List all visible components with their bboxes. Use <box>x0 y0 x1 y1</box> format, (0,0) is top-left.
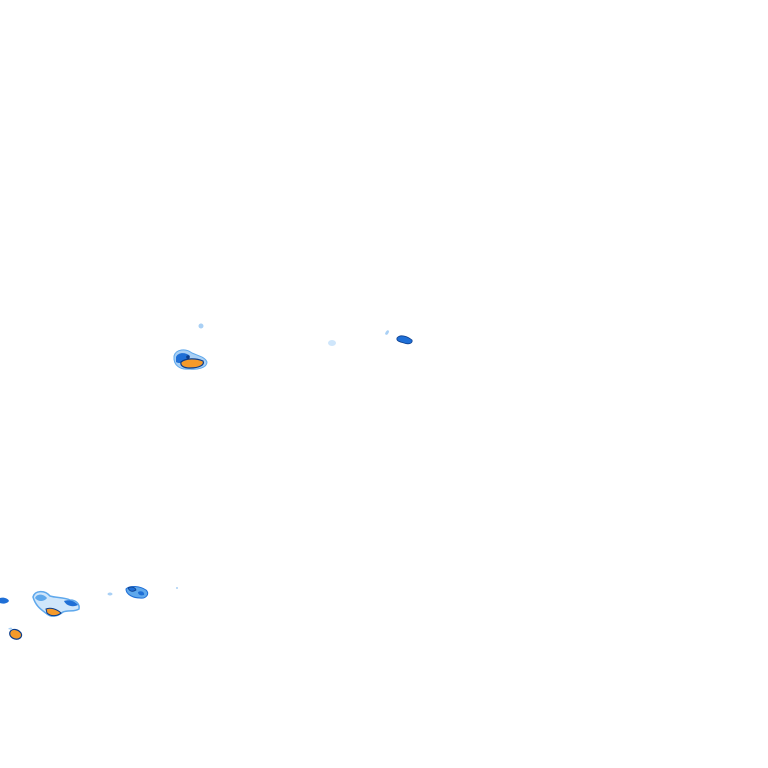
echo-cell-bottom-left <box>8 627 23 640</box>
echo-cluster-lower-left <box>32 590 80 617</box>
echo-speck-c <box>385 330 389 335</box>
echo-speck-e <box>176 587 178 589</box>
echo-cell-main <box>173 349 208 370</box>
echo-speck-b <box>328 340 336 346</box>
echo-speck-d <box>107 592 113 596</box>
echo-speck-a <box>198 323 204 329</box>
echo-cell-right <box>396 335 413 345</box>
echo-cell-left-edge <box>0 597 9 604</box>
echo-cell-lower-center <box>125 586 149 599</box>
